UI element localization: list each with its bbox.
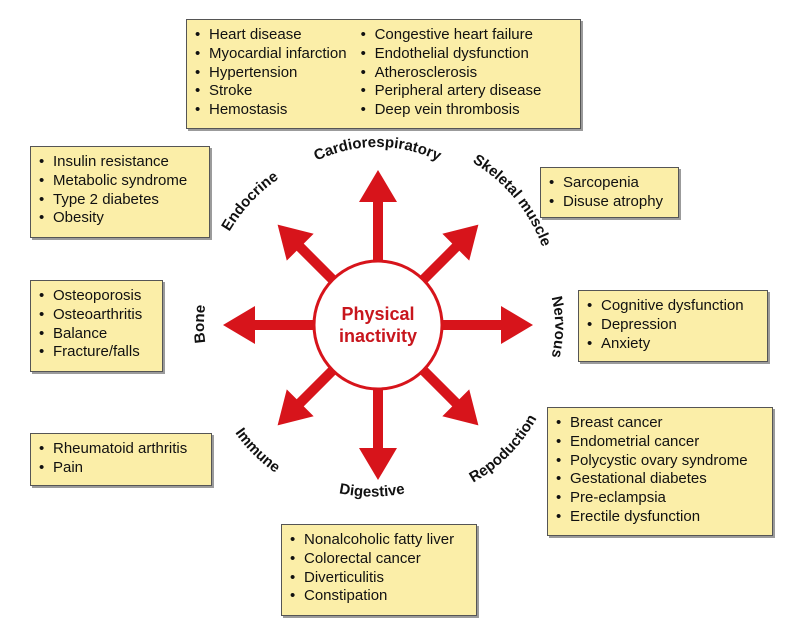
list-item: Balance <box>37 325 154 344</box>
list-item: Peripheral artery disease <box>359 82 542 101</box>
list-item: Hypertension <box>193 64 347 83</box>
center-circle <box>312 259 444 391</box>
list-item: Anxiety <box>585 335 759 354</box>
skeletal-muscle-box: Sarcopenia Disuse atrophy <box>540 167 679 218</box>
label-cardiorespiratory: Cardiorespiratory <box>311 134 444 165</box>
center-title-line1: Physical <box>341 304 414 324</box>
list-item: Constipation <box>288 587 468 606</box>
list-item: Type 2 diabetes <box>37 191 201 210</box>
list-item: Heart disease <box>193 26 347 45</box>
list-item: Breast cancer <box>554 414 764 433</box>
list-item: Osteoarthritis <box>37 306 154 325</box>
immune-box: Rheumatoid arthritis Pain <box>30 433 212 486</box>
list-item: Cognitive dysfunction <box>585 297 759 316</box>
center-title-line2: inactivity <box>339 326 417 346</box>
label-nervous: Nervous <box>548 295 569 360</box>
cardiorespiratory-list-right: Congestive heart failure Endothelial dys… <box>359 26 542 120</box>
list-item: Sarcopenia <box>547 174 670 193</box>
list-item: Osteoporosis <box>37 287 154 306</box>
list-item: Atherosclerosis <box>359 64 542 83</box>
list-item: Diverticulitis <box>288 569 468 588</box>
cardiorespiratory-box: Heart disease Myocardial infarction Hype… <box>186 19 581 129</box>
list-item: Depression <box>585 316 759 335</box>
reproduction-box: Breast cancer Endometrial cancer Polycys… <box>547 407 773 536</box>
label-bone: Bone <box>191 304 209 344</box>
list-item: Pain <box>37 459 203 478</box>
list-item: Polycystic ovary syndrome <box>554 452 764 471</box>
nervous-box: Cognitive dysfunction Depression Anxiety <box>578 290 768 362</box>
label-immune: Immune <box>232 425 283 476</box>
arrow-digestive <box>359 325 397 480</box>
list-item: Erectile dysfunction <box>554 508 764 527</box>
arrow-cardiorespiratory <box>359 170 397 325</box>
list-item: Rheumatoid arthritis <box>37 440 203 459</box>
list-item: Nonalcoholic fatty liver <box>288 531 468 550</box>
list-item: Endometrial cancer <box>554 433 764 452</box>
label-digestive: Digestive <box>338 480 406 500</box>
list-item: Insulin resistance <box>37 153 201 172</box>
arrow-nervous <box>378 306 533 344</box>
list-item: Hemostasis <box>193 101 347 120</box>
list-item: Obesity <box>37 209 201 228</box>
bone-box: Osteoporosis Osteoarthritis Balance Frac… <box>30 280 163 372</box>
list-item: Deep vein thrombosis <box>359 101 542 120</box>
list-item: Metabolic syndrome <box>37 172 201 191</box>
arrow-bone <box>223 306 378 344</box>
endocrine-box: Insulin resistance Metabolic syndrome Ty… <box>30 146 210 238</box>
digestive-box: Nonalcoholic fatty liver Colorectal canc… <box>281 524 477 616</box>
list-item: Gestational diabetes <box>554 470 764 489</box>
list-item: Colorectal cancer <box>288 550 468 569</box>
list-item: Congestive heart failure <box>359 26 542 45</box>
list-item: Stroke <box>193 82 347 101</box>
cardiorespiratory-list-left: Heart disease Myocardial infarction Hype… <box>193 26 347 120</box>
list-item: Myocardial infarction <box>193 45 347 64</box>
list-item: Pre-eclampsia <box>554 489 764 508</box>
list-item: Endothelial dysfunction <box>359 45 542 64</box>
list-item: Disuse atrophy <box>547 193 670 212</box>
list-item: Fracture/falls <box>37 343 154 362</box>
label-endocrine: Endocrine <box>218 168 281 234</box>
